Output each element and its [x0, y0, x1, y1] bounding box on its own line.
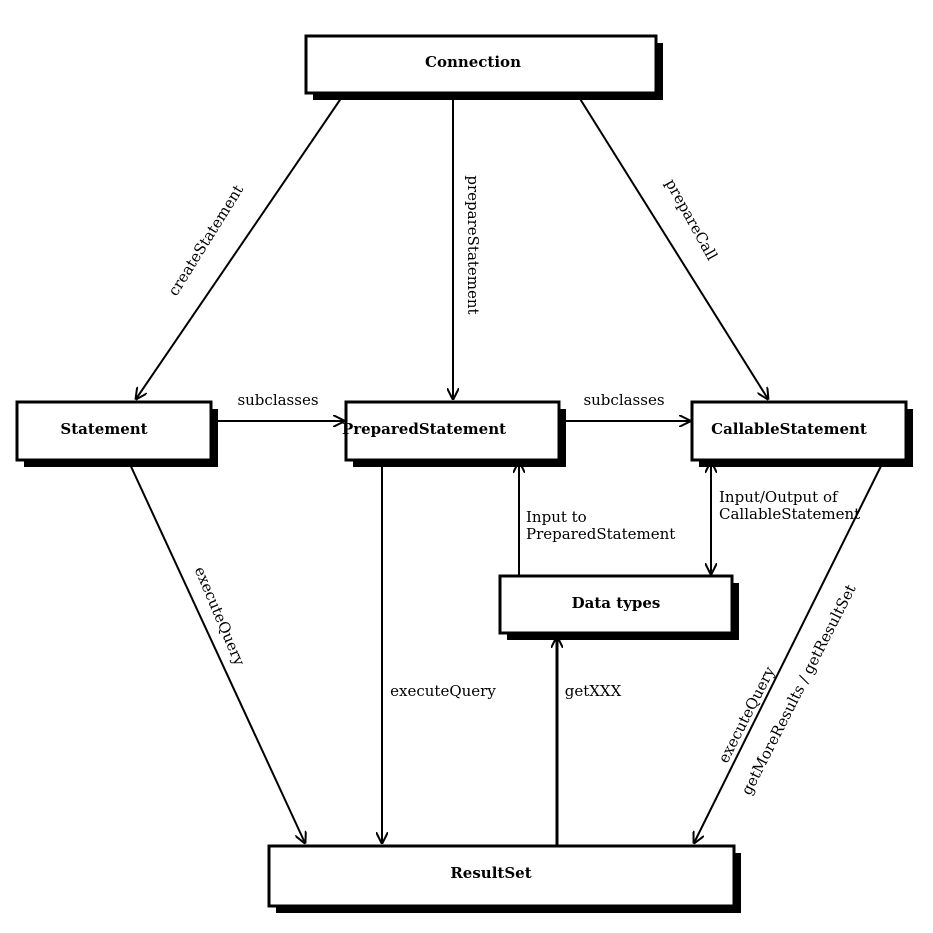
edge-statement-execute-query: [127, 459, 305, 843]
label-subclasses-statement: subclasses: [237, 391, 318, 409]
node-data-types: Data types: [498, 574, 739, 640]
node-connection-label: Connection: [425, 53, 521, 71]
node-callable-statement: CallableStatement: [690, 400, 913, 467]
label-prepare-statement: prepareStatement: [464, 175, 482, 314]
node-statement: Statement: [15, 400, 218, 467]
label-create-statement: createStatement: [164, 182, 247, 299]
node-result-set-label: ResultSet: [450, 864, 531, 882]
node-prepared-statement-label: PreparedStatement: [342, 420, 506, 438]
label-input-output-callable-line2: CallableStatement: [719, 505, 860, 523]
edge-create-statement: [136, 93, 345, 399]
node-statement-label: Statement: [60, 420, 147, 438]
node-result-set: ResultSet: [267, 844, 741, 913]
node-data-types-label: Data types: [572, 594, 661, 612]
node-callable-statement-label: CallableStatement: [711, 420, 867, 438]
node-prepared-statement: PreparedStatement: [342, 400, 566, 467]
edge-callable-to-resultset: [694, 459, 885, 843]
label-prepare-call: prepareCall: [662, 176, 722, 264]
label-prepared-execute-query: executeQuery: [390, 682, 496, 700]
label-input-prepared-line1: Input to: [526, 508, 587, 526]
label-get-xxx: getXXX: [565, 682, 622, 700]
label-subclasses-prepared: subclasses: [583, 391, 664, 409]
edge-prepare-call: [576, 93, 768, 399]
node-connection: Connection: [304, 34, 663, 100]
label-input-prepared-line2: PreparedStatement: [526, 525, 675, 543]
label-input-output-callable-line1: Input/Output of: [719, 488, 839, 506]
